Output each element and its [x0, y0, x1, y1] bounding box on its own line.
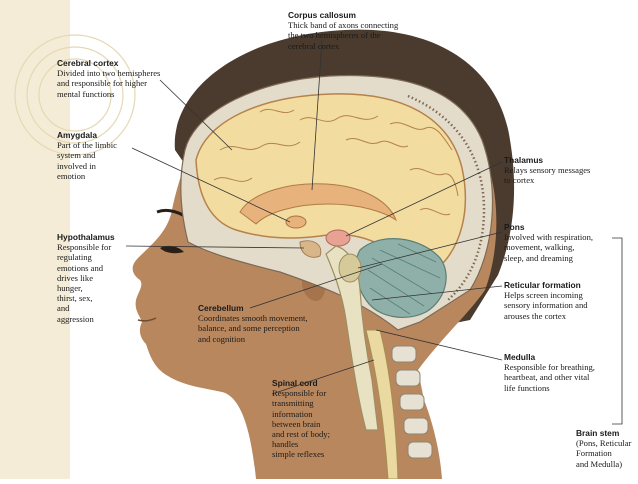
- cerebrum: [195, 93, 467, 266]
- spinal-cord-title: Spinal cord: [272, 378, 318, 388]
- reticular-formation-desc: Helps screen incoming sensory informatio…: [504, 290, 588, 321]
- brain-stem-shape: [325, 245, 379, 431]
- label-amygdala: Amygdala Part of the limbic system and i…: [57, 130, 117, 181]
- decorative-circles: [14, 34, 136, 156]
- label-thalamus: Thalamus Relays sensory messages to cort…: [504, 155, 590, 186]
- corpus-callosum-shape: [239, 183, 398, 225]
- label-brain-stem: Brain stem (Pons, Reticular Formation an…: [576, 428, 631, 469]
- hypothalamus-desc: Responsible for regulating emotions and …: [57, 242, 112, 324]
- pons-desc: Involved with respiration, movement, wal…: [504, 232, 594, 263]
- lips: [137, 317, 157, 322]
- label-spinal-cord: Spinal cord Responsible for transmitting…: [272, 378, 330, 460]
- hypothalamus-title: Hypothalamus: [57, 232, 115, 242]
- label-pons: Pons Involved with respiration, movement…: [504, 222, 593, 263]
- thalamus-title: Thalamus: [504, 155, 544, 165]
- label-cerebral-cortex: Cerebral cortex Divided into two hemisph…: [57, 58, 160, 99]
- hypothalamus-shape: [299, 240, 322, 258]
- cerebellum-desc: Coordinates smooth movement, balance, an…: [198, 313, 308, 344]
- page-band: [0, 0, 70, 479]
- cerebral-cortex-desc: Divided into two hemispheres and respons…: [57, 68, 161, 99]
- amygdala-title: Amygdala: [57, 130, 98, 140]
- corpus-callosum-title: Corpus callosum: [288, 10, 356, 20]
- spinal-cord-desc: Responsible for transmitting information…: [272, 388, 330, 460]
- label-hypothalamus: Hypothalamus Responsible for regulating …: [57, 232, 115, 324]
- label-reticular-formation: Reticular formation Helps screen incomin…: [504, 280, 588, 321]
- skull-dotted-edge: [407, 94, 486, 301]
- cerebellum-shape: [355, 238, 447, 318]
- label-corpus-callosum: Corpus callosum Thick band of axons conn…: [288, 10, 398, 51]
- amygdala-desc: Part of the limbic system and involved i…: [57, 140, 117, 181]
- eye: [160, 245, 184, 254]
- thalamus-desc: Relays sensory messages to cortex: [504, 165, 591, 186]
- label-medulla: Medulla Responsible for breathing, heart…: [504, 352, 595, 393]
- vertebrae: [391, 345, 433, 459]
- corpus-callosum-desc: Thick band of axons connecting the two h…: [288, 20, 399, 51]
- medulla-desc: Responsible for breathing, heartbeat, an…: [504, 362, 595, 393]
- pons-title: Pons: [504, 222, 525, 232]
- brain-stem-title: Brain stem: [576, 428, 620, 438]
- label-cerebellum: Cerebellum Coordinates smooth movement, …: [198, 303, 308, 344]
- cerebellum-title: Cerebellum: [198, 303, 244, 313]
- gyri: [213, 108, 459, 216]
- amygdala-shape: [285, 215, 307, 229]
- medulla-title: Medulla: [504, 352, 536, 362]
- leader-lines: [125, 39, 623, 425]
- thalamus-shape: [325, 229, 351, 247]
- pons-shape: [338, 253, 362, 283]
- brain-stem-desc: (Pons, Reticular Formation and Medulla): [576, 438, 632, 469]
- cerebral-cortex-title: Cerebral cortex: [57, 58, 119, 68]
- reticular-formation-title: Reticular formation: [504, 280, 581, 290]
